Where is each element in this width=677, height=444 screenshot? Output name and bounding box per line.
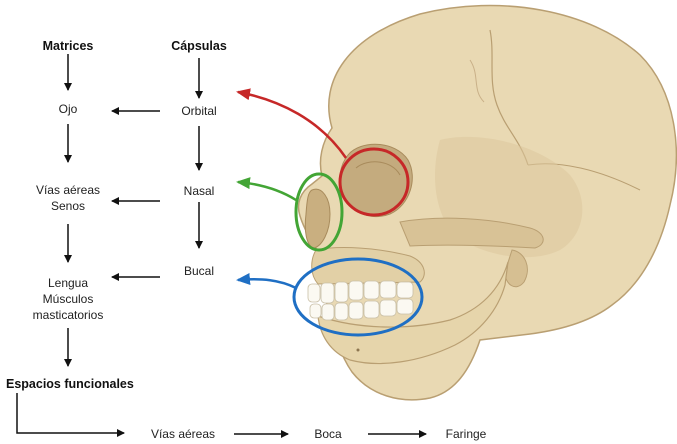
nasal-label: Nasal xyxy=(184,184,215,198)
espacios-boca: Boca xyxy=(314,427,342,441)
lengua-line1: Lengua xyxy=(48,276,88,290)
bucal-label: Bucal xyxy=(184,264,214,278)
espacios-vias-aereas: Vías aéreas xyxy=(151,427,215,441)
lengua-line2: Músculos xyxy=(43,292,94,306)
ojo-label: Ojo xyxy=(59,102,78,116)
orbital-label: Orbital xyxy=(181,104,216,118)
arrow-espacios-to-vias xyxy=(17,393,124,433)
lengua-line3: masticatorios xyxy=(33,308,104,322)
matrices-header: Matrices xyxy=(43,39,94,53)
espacios-funcionales-header: Espacios funcionales xyxy=(6,377,134,391)
vias-aereas-senos-line2: Senos xyxy=(51,199,85,213)
espacios-faringe: Faringe xyxy=(446,427,487,441)
vias-aereas-senos-line1: Vías aéreas xyxy=(36,183,100,197)
skull-illustration xyxy=(299,6,677,400)
capsulas-header: Cápsulas xyxy=(171,39,227,53)
nasal-pointer-arrow xyxy=(238,182,296,200)
bucal-pointer-arrow xyxy=(238,279,296,288)
